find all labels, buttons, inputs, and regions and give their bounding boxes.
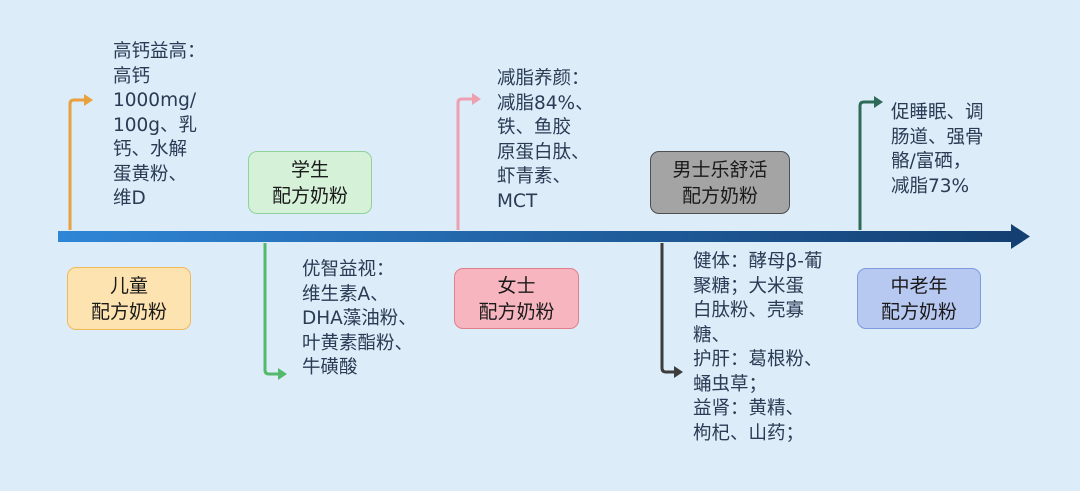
stage-box-women: 女士 配方奶粉	[454, 268, 579, 329]
stage-label-men-line2: 配方奶粉	[681, 184, 758, 207]
connector-children	[68, 94, 93, 230]
stage-box-children: 儿童 配方奶粉	[67, 267, 191, 330]
connector-men	[660, 243, 683, 378]
stage-box-elderly: 中老年 配方奶粉	[857, 268, 981, 329]
stage-label-men-line1: 男士乐舒活	[672, 158, 768, 181]
stage-description-children: 高钙益高： 高钙 1000mg/ 100g、乳 钙、水解 蛋黄粉、 维D	[113, 41, 206, 209]
stage-label-student-line1: 学生	[290, 158, 329, 181]
stage-label-children-line2: 配方奶粉	[90, 300, 167, 323]
stage-label-children-line1: 儿童	[109, 274, 148, 297]
stage-label-women-line2: 配方奶粉	[478, 300, 555, 323]
connector-women	[456, 93, 481, 230]
stage-description-women: 减脂养颜： 减脂84%、 铁、鱼胶 原蛋白肽、 虾青素、 MCT	[497, 68, 594, 212]
connector-elderly	[858, 96, 883, 230]
stage-label-elderly-line1: 中老年	[890, 274, 948, 297]
stage-label-elderly-line2: 配方奶粉	[880, 300, 957, 323]
stage-box-men: 男士乐舒活 配方奶粉	[650, 151, 790, 214]
connector-student	[263, 243, 287, 380]
stage-box-student: 学生 配方奶粉	[248, 151, 372, 214]
stage-description-student: 优智益视： 维生素A、 DHA藻油粉、 叶黄素酯粉、 牛磺酸	[302, 259, 417, 378]
stage-description-elderly: 促睡眠、调 肠道、强骨 骼/富硒， 减脂73%	[891, 102, 984, 197]
stage-description-men: 健体：酵母β-葡 聚糖；大米蛋 白肽粉、壳寡 糖、 护肝：葛根粉、 蛹虫草； 益…	[693, 251, 823, 444]
stage-label-student-line2: 配方奶粉	[271, 184, 348, 207]
timeline-arrow	[58, 224, 1030, 249]
stage-label-women-line1: 女士	[497, 274, 536, 297]
